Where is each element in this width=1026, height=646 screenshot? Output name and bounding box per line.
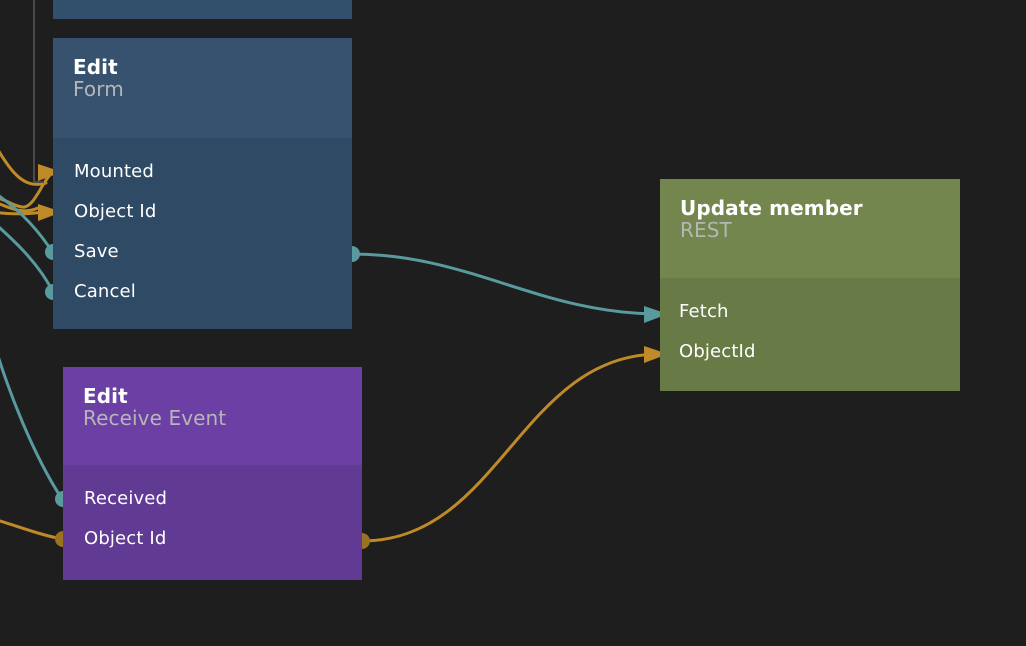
node-top-fragment[interactable] [53,0,352,19]
port-label-cancel: Cancel [74,281,136,302]
port-row-save[interactable]: Save [53,232,352,272]
port-label-save: Save [74,241,119,262]
port-label-object-id: Object Id [74,201,157,222]
node-edit-form-title: Edit [73,55,118,79]
node-update-member-subtitle: REST [680,218,732,243]
edge-objectid-inbound-wire [0,519,64,541]
node-update-member[interactable]: Update member REST Fetch ObjectId [660,179,960,391]
node-edit-form-header[interactable]: Edit Form [53,38,352,138]
port-label-mounted: Mounted [74,161,154,182]
port-row-mounted[interactable]: Mounted [53,152,352,192]
port-label-event-object-id: Object Id [84,528,167,549]
port-label-fetch: Fetch [679,301,729,322]
edge-offscreen-to-objectid-wire [0,210,46,216]
port-label-target-object-id: ObjectId [679,341,756,362]
port-row-fetch[interactable]: Fetch [660,292,960,332]
edge-objectid-to-objectid-wire [360,352,662,543]
port-row-target-object-id[interactable]: ObjectId [660,332,960,372]
guide-bracket [33,0,44,183]
edge-save-inbound-wire [0,194,55,255]
edge-offscreen-to-mounted-wire-2 [0,202,40,213]
node-edit-receive-event-body: Received Object Id [63,465,362,580]
node-edit-receive-event[interactable]: Edit Receive Event Received Object Id [63,367,362,580]
port-row-received[interactable]: Received [63,479,362,519]
port-row-cancel[interactable]: Cancel [53,272,352,312]
edge-received-inbound-wire [0,357,64,501]
port-row-object-id[interactable]: Object Id [53,192,352,232]
node-edit-receive-event-title: Edit [83,384,128,408]
node-update-member-body: Fetch ObjectId [660,278,960,391]
port-row-event-object-id[interactable]: Object Id [63,519,362,559]
node-edit-receive-event-subtitle: Receive Event [83,406,227,431]
node-edit-form[interactable]: Edit Form Mounted Object Id Save Cancel [53,38,352,329]
port-label-received: Received [84,488,168,509]
node-edit-form-subtitle: Form [73,77,124,102]
node-update-member-title: Update member [680,196,863,220]
edge-offscreen-to-mounted-wire [0,171,54,209]
node-edit-form-body: Mounted Object Id Save Cancel [53,138,352,329]
node-edit-receive-event-header[interactable]: Edit Receive Event [63,367,362,465]
node-update-member-header[interactable]: Update member REST [660,179,960,278]
edge-save-to-fetch-wire [350,252,662,316]
edge-cancel-inbound-wire [0,225,55,294]
